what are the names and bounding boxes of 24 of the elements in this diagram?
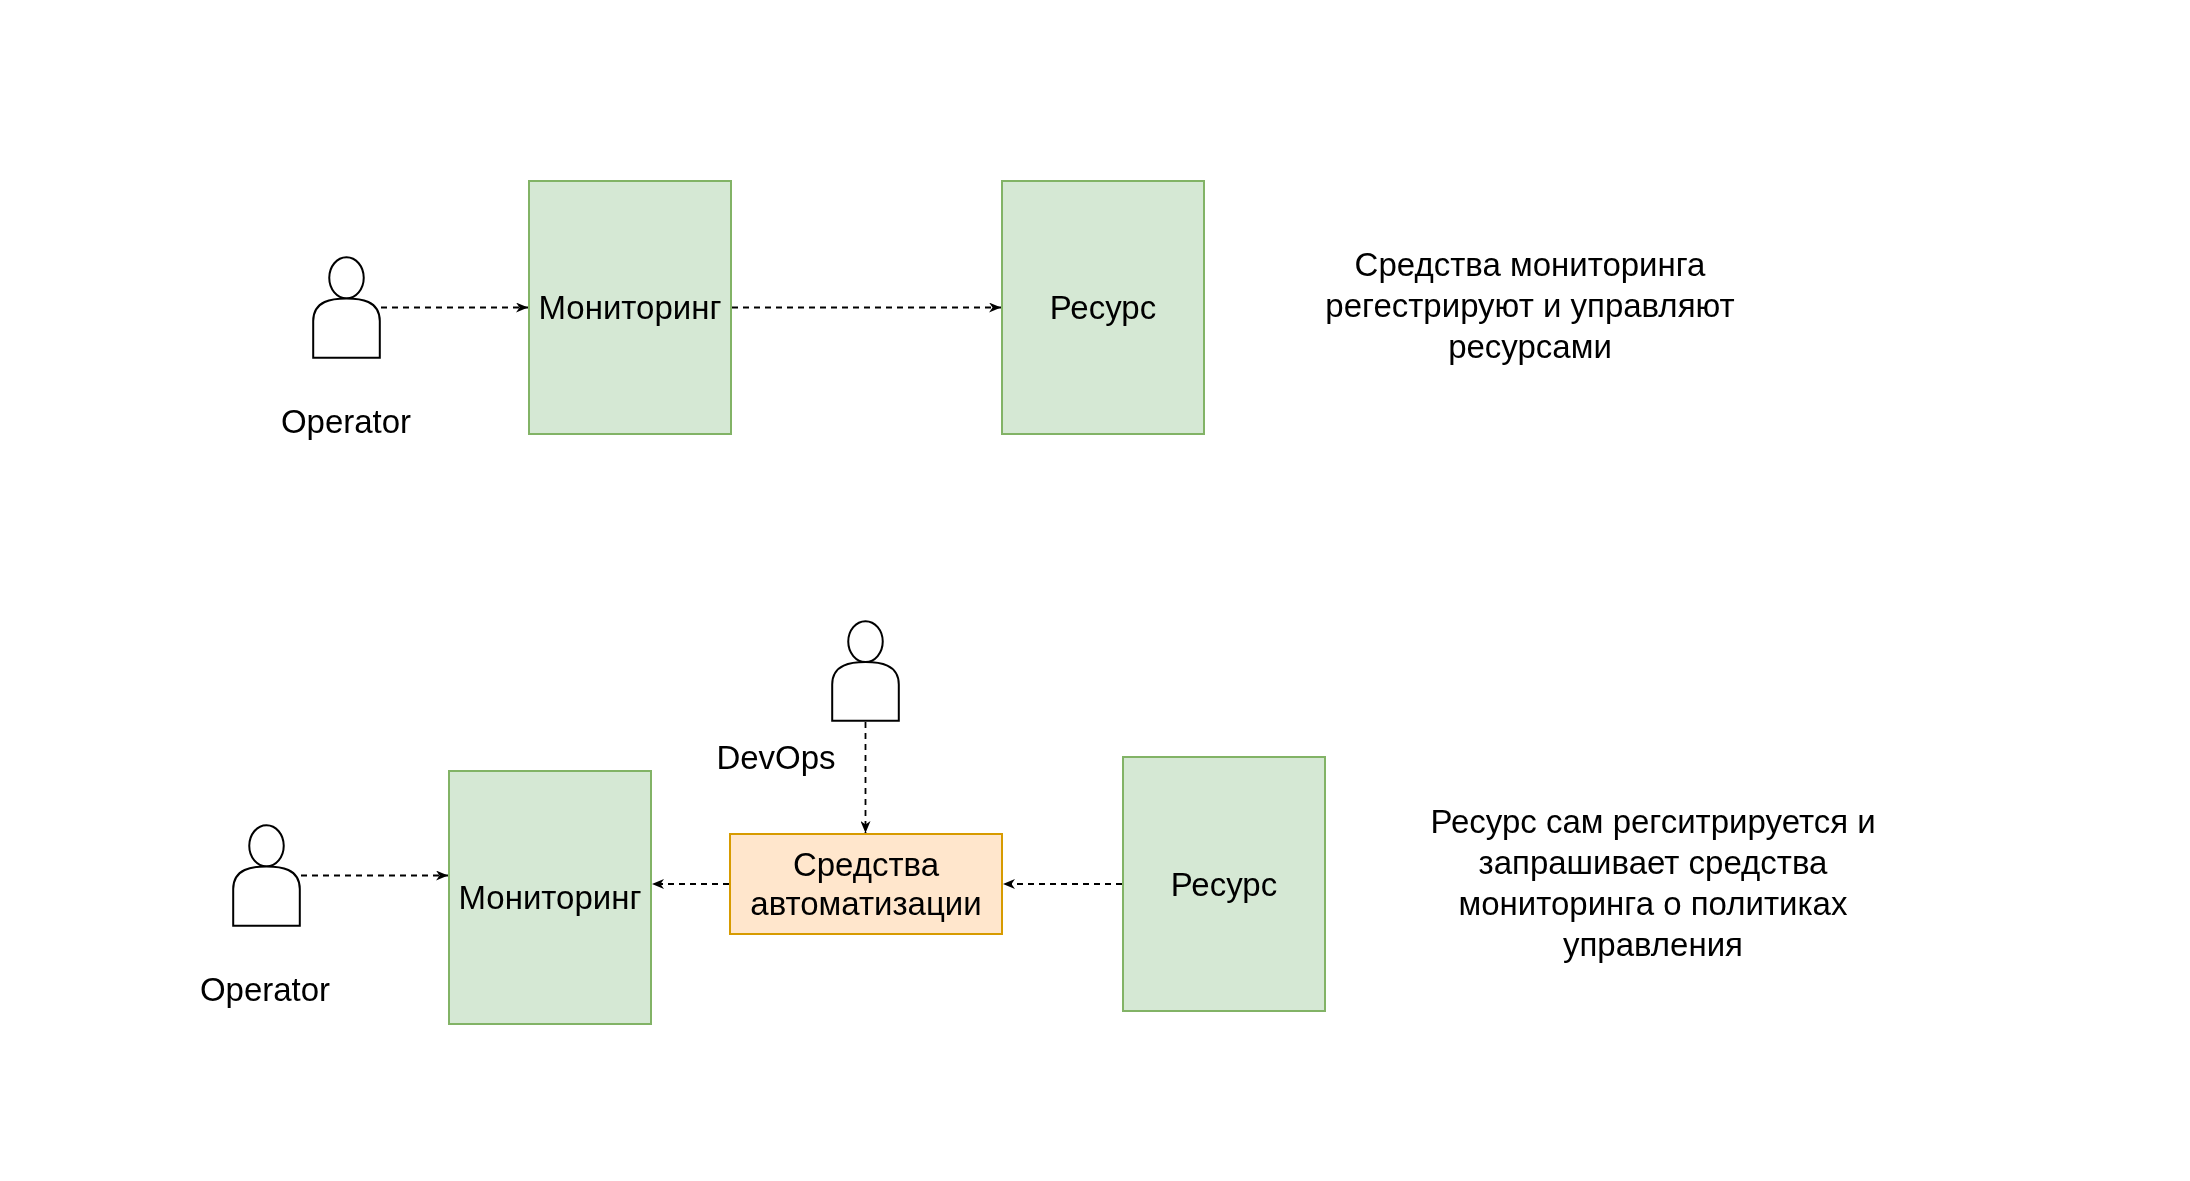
actor-label: Operator — [199, 970, 331, 1010]
box-label: Средства автоматизации — [749, 845, 983, 923]
box-label: Мониторинг — [538, 288, 722, 327]
dashed-arrow — [300, 870, 449, 881]
dashed-arrow — [1002, 879, 1123, 889]
dashed-arrow — [860, 721, 871, 834]
box-label: Мониторинг — [458, 878, 642, 917]
box-label: Ресурс — [1170, 864, 1278, 904]
process-box — [448, 770, 652, 1025]
actor-label: Operator — [280, 402, 412, 442]
person-icon — [312, 256, 381, 359]
dashed-arrow — [651, 879, 730, 889]
actor-label: DevOps — [716, 738, 836, 778]
dashed-arrow — [380, 302, 529, 313]
process-box — [1122, 756, 1326, 1012]
note-text: Средства мониторинга регестрируют и управляют ресурсами — [1324, 245, 1736, 367]
person-icon — [831, 620, 900, 722]
person-icon — [232, 824, 301, 927]
dashed-arrow — [731, 302, 1002, 313]
box-label: Ресурс — [1049, 288, 1157, 327]
note-text: Ресурс сам регситрируется и запрашивает средства мониторинга о политиках управления — [1429, 802, 1877, 965]
process-box — [528, 180, 732, 435]
process-box — [1001, 180, 1205, 435]
process-box — [729, 833, 1003, 935]
